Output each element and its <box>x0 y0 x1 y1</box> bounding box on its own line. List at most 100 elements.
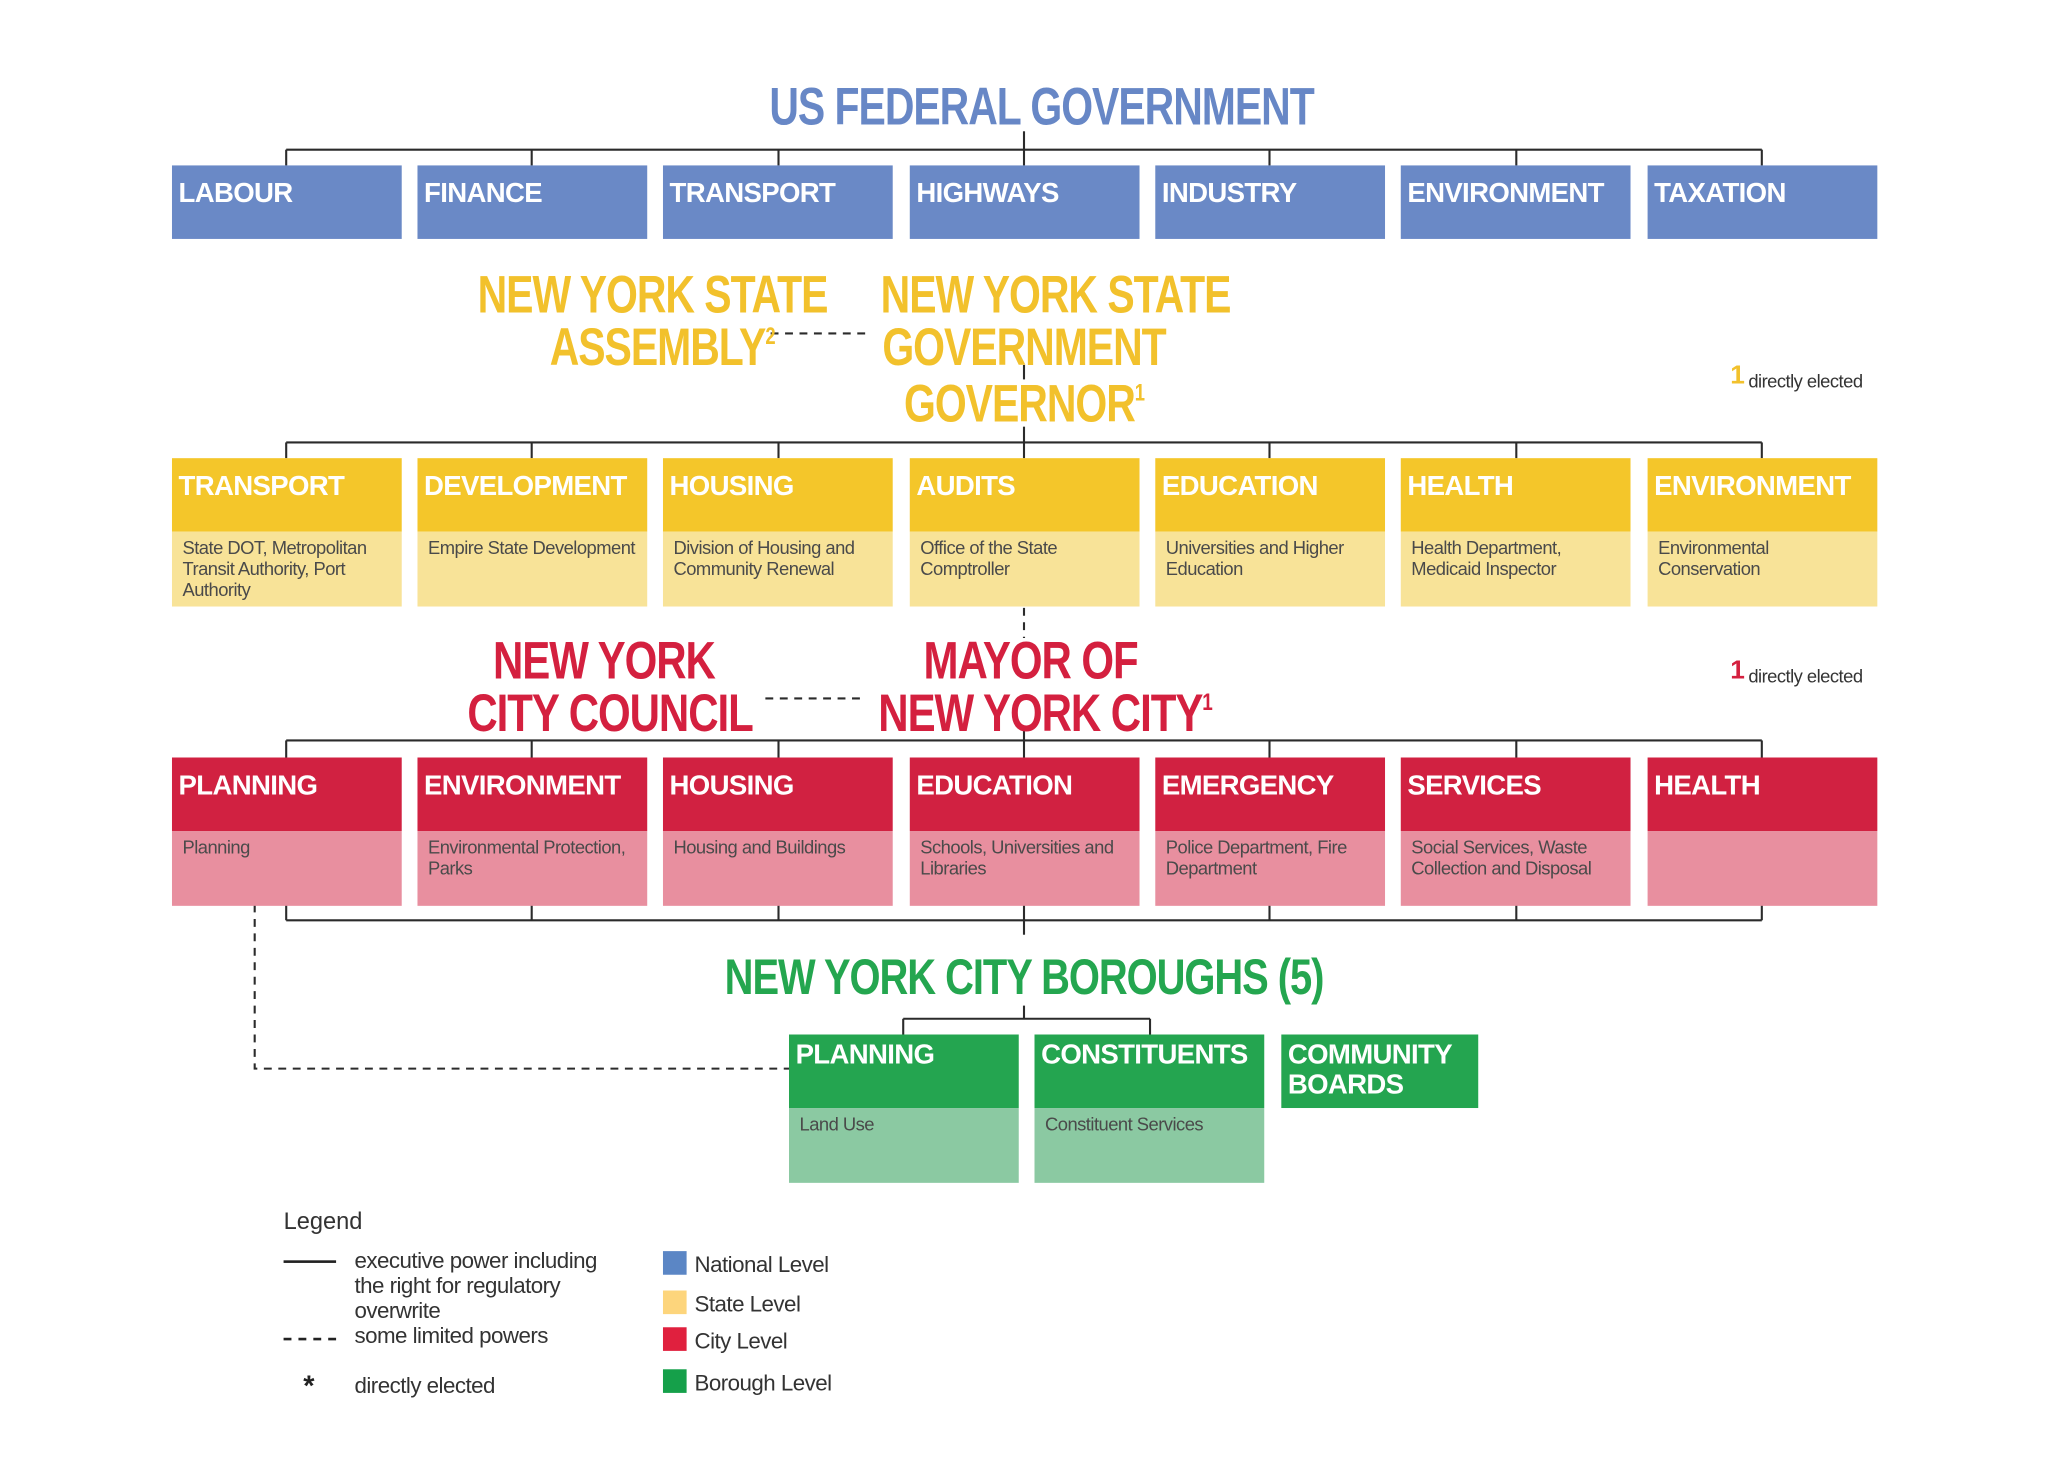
legend-dashed-line <box>283 1337 337 1341</box>
state-government-line-1: NEW YORK STATE <box>880 266 1232 325</box>
city-department-name: HEALTH <box>1647 757 1878 832</box>
legend-label-city-level: City Level <box>694 1328 788 1354</box>
city-department-health: HEALTH <box>1647 757 1878 906</box>
fed-department-taxation: TAXATION <box>1647 165 1878 239</box>
legend-label-national-level: National Level <box>694 1252 829 1278</box>
state-footnote-text: directly elected <box>1748 370 1863 392</box>
legend-dashed-text: some limited powers <box>354 1323 548 1349</box>
state-department-detail: Office of the State Comptroller <box>909 531 1140 607</box>
mayor-line-1: MAYOR OF <box>923 632 1139 691</box>
fed-department-name: TRANSPORT <box>662 165 893 239</box>
state-department-detail: Universities and Higher Education <box>1155 531 1386 607</box>
legend-label-borough-level: Borough Level <box>694 1370 832 1396</box>
fed-department-name: LABOUR <box>171 165 402 239</box>
legend-swatch-state-level <box>662 1290 687 1315</box>
federal-title: US FEDERAL GOVERNMENT <box>769 78 1314 137</box>
state-department-name: TRANSPORT <box>171 458 402 532</box>
city-department-name: EDUCATION <box>909 757 1140 832</box>
city-footnote-number: 1 <box>1730 656 1745 686</box>
state-government-line-2: GOVERNMENT <box>882 319 1166 377</box>
governor-title: GOVERNOR1 <box>881 378 1168 431</box>
boro-department-detail: Land Use <box>789 1108 1019 1183</box>
city-department-name: HOUSING <box>662 757 893 832</box>
legend-label-state-level: State Level <box>694 1291 801 1317</box>
city-department-detail: Planning <box>171 831 402 906</box>
city-department-detail: Social Services, Waste Collection and Di… <box>1400 831 1631 906</box>
legend-swatch-national-level <box>662 1251 687 1275</box>
boroughs-title: NEW YORK CITY BOROUGHS (5) <box>724 950 1325 1006</box>
state-department-detail: Health Department, Medicaid Inspector <box>1400 531 1631 607</box>
legend-swatch-borough-level <box>662 1369 687 1393</box>
state-footnote-number: 1 <box>1730 361 1745 390</box>
state-department-detail: Division of Housing and Community Renewa… <box>662 531 893 607</box>
city-footnote-text: directly elected <box>1748 665 1863 687</box>
legend-solid-text: executive power including the right for … <box>354 1248 597 1324</box>
state-assembly-title: NEW YORK STATE ASSEMBLY2 <box>478 269 829 377</box>
city-department-detail: Housing and Buildings <box>662 831 893 906</box>
city-department-name: ENVIRONMENT <box>417 757 648 832</box>
city-department-detail <box>1647 831 1878 906</box>
fed-department-industry: INDUSTRY <box>1155 165 1386 239</box>
state-assembly-line-2: ASSEMBLY <box>549 319 767 377</box>
state-government-title: NEW YORK STATE GOVERNMENT <box>880 266 1232 377</box>
city-council-line-1: NEW YORK <box>492 632 716 691</box>
fed-department-environment: ENVIRONMENT <box>1400 165 1631 239</box>
boro-department-name: PLANNING <box>789 1034 1019 1109</box>
state-department-name: EDUCATION <box>1155 458 1386 532</box>
city-department-detail: Environmental Protection, Parks <box>417 831 648 906</box>
state-department-name: ENVIRONMENT <box>1647 458 1878 532</box>
legend-star-text: directly elected <box>354 1373 495 1399</box>
fed-department-name: HIGHWAYS <box>909 165 1140 239</box>
legend-star-icon: * <box>303 1369 315 1403</box>
fed-department-highways: HIGHWAYS <box>909 165 1140 239</box>
legend-swatch-city-level <box>662 1327 687 1351</box>
state-department-detail: Environmental Conservation <box>1647 531 1878 607</box>
fed-department-name: ENVIRONMENT <box>1400 165 1631 239</box>
legend-solid-line <box>283 1260 337 1263</box>
mayor-line-2: NEW YORK CITY <box>878 685 1203 744</box>
legend-title: Legend <box>283 1207 363 1235</box>
city-council-line-2: CITY COUNCIL <box>467 685 753 744</box>
city-council-title: NEW YORK CITY COUNCIL <box>467 632 753 744</box>
fed-department-name: INDUSTRY <box>1155 165 1386 239</box>
fed-department-finance: FINANCE <box>417 165 648 239</box>
boro-department-community-boards: COMMUNITY BOARDS <box>1281 1034 1511 1109</box>
city-department-detail: Police Department, Fire Department <box>1155 831 1386 906</box>
state-department-name: AUDITS <box>909 458 1140 532</box>
governor-footnote: 1 <box>1134 379 1145 406</box>
state-department-name: HEALTH <box>1400 458 1631 532</box>
city-department-name: PLANNING <box>171 757 402 832</box>
boro-department-detail: Constituent Services <box>1034 1108 1265 1183</box>
mayor-footnote: 1 <box>1202 689 1213 716</box>
city-department-detail: Schools, Universities and Libraries <box>909 831 1140 906</box>
state-department-detail: Empire State Development <box>417 531 648 607</box>
city-department-name: EMERGENCY <box>1155 757 1386 832</box>
boro-department-name: COMMUNITY BOARDS <box>1281 1034 1479 1109</box>
fed-department-name: FINANCE <box>417 165 648 239</box>
state-department-name: HOUSING <box>662 458 893 532</box>
city-department-name: SERVICES <box>1400 757 1631 832</box>
boro-department-name: CONSTITUENTS <box>1034 1034 1265 1109</box>
state-department-detail: State DOT, Metropolitan Transit Authorit… <box>171 531 402 607</box>
mayor-title: MAYOR OF NEW YORK CITY1 <box>878 632 1213 740</box>
assembly-footnote: 2 <box>765 322 775 350</box>
